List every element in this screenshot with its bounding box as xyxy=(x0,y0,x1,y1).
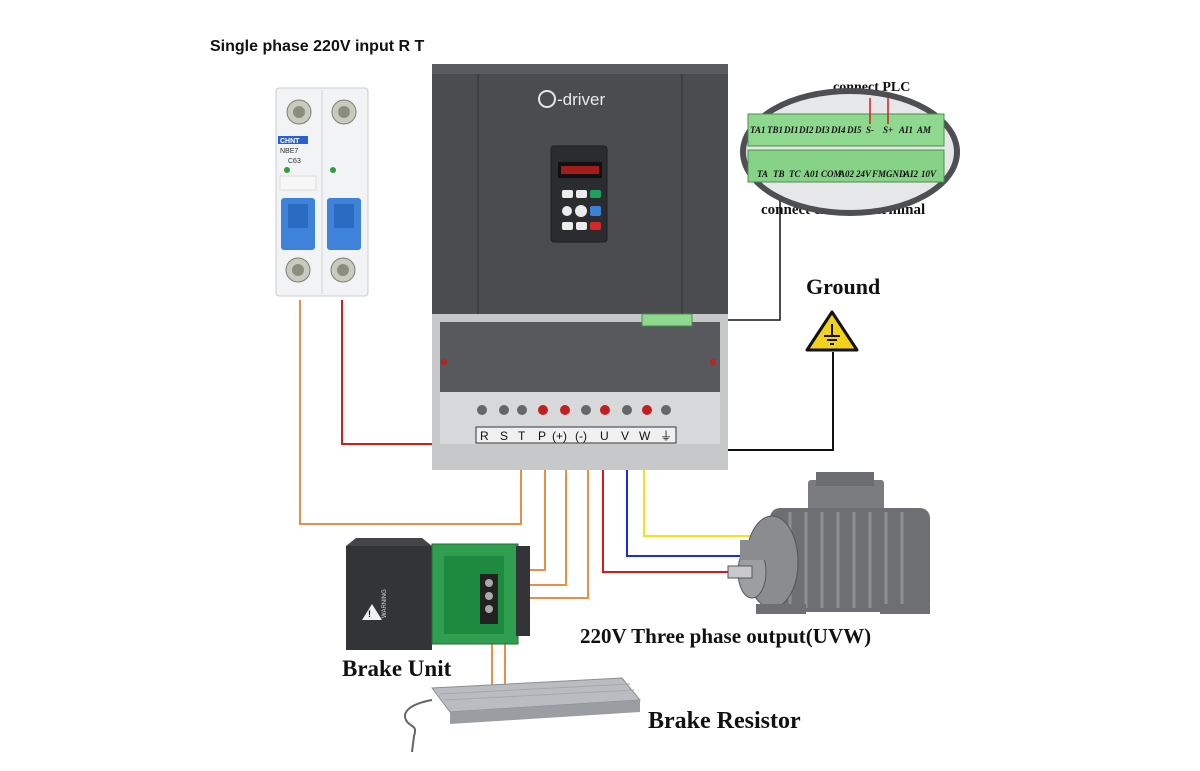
brake-unit-warning-icon xyxy=(362,604,382,620)
terminal-label: 24V xyxy=(855,169,872,179)
terminal-label: TA1 xyxy=(750,125,766,135)
terminal-label: 10V xyxy=(921,169,937,179)
resistor-lead-wire xyxy=(404,699,433,753)
keypad-button-1[interactable] xyxy=(562,190,573,198)
input-label: Single phase 220V input R T xyxy=(210,38,425,55)
terminal-block-top xyxy=(747,113,945,147)
terminal-label: TB1 xyxy=(767,125,783,135)
terminal-v: V xyxy=(621,429,629,443)
terminal-label: DI5 xyxy=(846,125,862,135)
terminal-label: AI1 xyxy=(898,125,913,135)
terminal-plus: (+) xyxy=(552,429,567,443)
terminal-r: R xyxy=(480,429,489,443)
terminal-label: AM xyxy=(916,125,932,135)
brake-unit: ! WARNING xyxy=(346,538,530,650)
terminal-label: AI2 xyxy=(903,169,919,179)
wire-brake-p xyxy=(528,432,546,571)
terminal-label: TC xyxy=(789,169,801,179)
keypad-button-center[interactable] xyxy=(575,205,587,217)
terminal-w: W xyxy=(639,429,651,443)
terminal-label: S- xyxy=(866,125,874,135)
brake-unit-warning-text: WARNING xyxy=(382,589,388,618)
breaker-brand: CHNT xyxy=(280,138,300,145)
power-terminal-labels: R S T P (+) (-) U V W ⏚ xyxy=(480,429,672,443)
output-label: 220V Three phase output(UVW) xyxy=(580,624,872,648)
terminal-block-bottom xyxy=(747,149,945,183)
terminal-u: U xyxy=(600,429,609,443)
wire-output-v xyxy=(626,440,752,557)
terminal-ground: ⏚ xyxy=(660,429,672,443)
wire-output-u xyxy=(602,432,745,573)
terminal-label: A01 xyxy=(803,169,819,179)
keypad-button-reset[interactable] xyxy=(590,222,601,230)
ground-label: Ground xyxy=(806,274,881,299)
terminal-minus: (-) xyxy=(575,429,587,443)
terminal-label: DI4 xyxy=(830,125,846,135)
wire-brake-minus xyxy=(528,432,589,599)
motor xyxy=(727,472,930,614)
wire-input-t xyxy=(299,300,522,525)
vfd-drive: -driver xyxy=(432,64,728,470)
keypad-button-stop[interactable] xyxy=(590,206,601,216)
control-terminal-strip xyxy=(641,313,693,327)
svg-text:!: ! xyxy=(368,609,371,619)
terminal-label: TB xyxy=(773,169,785,179)
brake-resistor xyxy=(404,677,642,753)
ground-warning-icon xyxy=(805,310,859,352)
brake-unit-label: Brake Unit xyxy=(342,656,452,681)
breaker-model: NBE7 xyxy=(280,148,298,155)
keypad-button-2[interactable] xyxy=(576,190,587,198)
terminal-label: COM xyxy=(821,169,843,179)
terminal-label: DI3 xyxy=(814,125,830,135)
wire-brake-plus xyxy=(528,432,567,586)
motor-shaft xyxy=(727,565,753,579)
brake-resistor-label: Brake Resistor xyxy=(648,708,801,734)
terminal-label: DI2 xyxy=(798,125,814,135)
terminal-t: T xyxy=(518,429,526,443)
drive-logo-icon xyxy=(538,90,556,108)
terminal-s: S xyxy=(500,429,508,443)
drive-brand: -driver xyxy=(557,90,606,109)
terminal-label: DI1 xyxy=(783,125,799,135)
terminal-label: TA xyxy=(757,169,768,179)
terminal-label: A02 xyxy=(838,169,855,179)
wire-output-w xyxy=(643,440,800,537)
terminal-p: P xyxy=(538,429,546,443)
keypad-button-run[interactable] xyxy=(590,190,601,198)
keypad-button-left[interactable] xyxy=(562,206,572,216)
keypad-button-3[interactable] xyxy=(562,222,573,230)
terminal-label: S+ xyxy=(883,125,893,135)
power-terminal-screws xyxy=(477,405,671,415)
breaker-rating: C63 xyxy=(288,158,301,165)
terminal-label: GND xyxy=(886,169,906,179)
circuit-breaker: CHNT NBE7 C63 xyxy=(275,87,369,297)
terminal-zoom: TA1 TB1 DI1 DI2 DI3 DI4 DI5 S- S+ AI1 AM… xyxy=(740,88,960,216)
keypad-button-4[interactable] xyxy=(576,222,587,230)
terminal-label: FM xyxy=(871,169,887,179)
